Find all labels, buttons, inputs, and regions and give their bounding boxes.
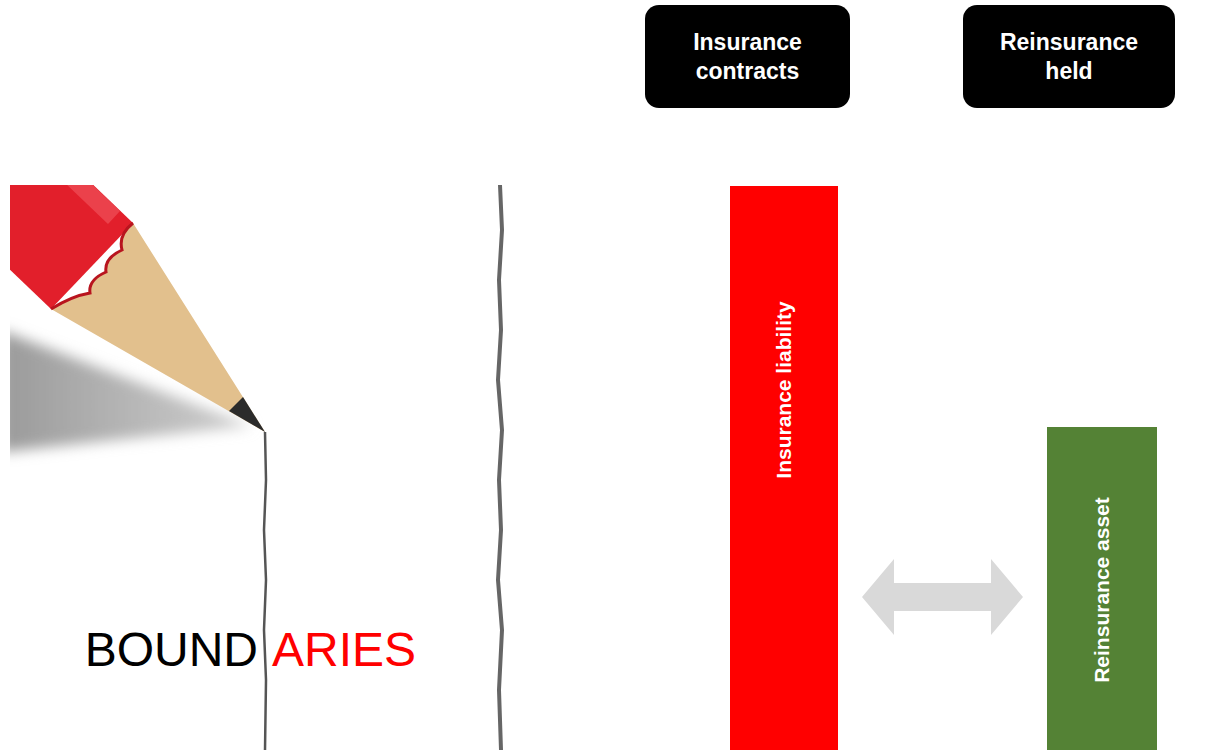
bar-label: Reinsurance asset xyxy=(1089,497,1114,683)
pencil-lead xyxy=(229,397,265,432)
liability-bar: Insurance liability xyxy=(730,186,838,750)
pencil-highlight xyxy=(18,185,120,224)
title-word: ARIES xyxy=(272,626,416,674)
title-word: BOUND xyxy=(85,626,258,674)
bar-label: Insurance liability xyxy=(771,301,796,478)
header-box: Reinsurance held xyxy=(963,5,1175,108)
box-title: Reinsurance held xyxy=(984,28,1154,86)
pencil-line xyxy=(264,432,266,750)
boundary-line xyxy=(498,185,502,750)
pencil-paint-edge xyxy=(51,223,133,309)
pencil-wood xyxy=(51,223,265,432)
asset-bar: Reinsurance asset xyxy=(1047,427,1157,750)
pencil-drawing xyxy=(10,185,265,452)
double-arrow xyxy=(862,559,1023,635)
box-title: Insurance contracts xyxy=(663,28,833,86)
header-box: Insurance contracts xyxy=(645,5,850,108)
